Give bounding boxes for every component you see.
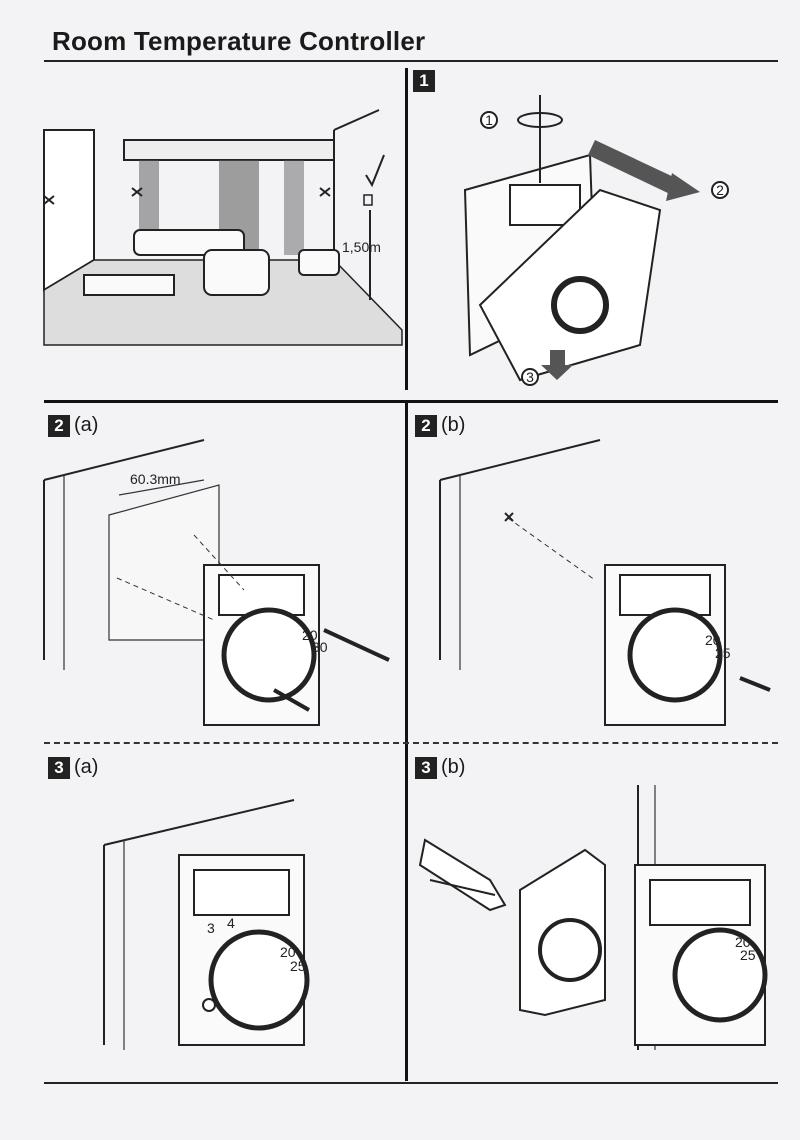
step-1-badge: 1 bbox=[413, 70, 439, 92]
svg-text:20: 20 bbox=[705, 632, 721, 648]
step-3b-badge: 3 (b) bbox=[415, 756, 465, 779]
terminal-numbers: 3 4 bbox=[207, 915, 235, 936]
svg-text:4: 4 bbox=[227, 915, 235, 931]
step-suffix: (a) bbox=[74, 414, 99, 436]
step-number: 2 bbox=[415, 414, 437, 437]
step-number: 3 bbox=[48, 756, 70, 779]
marker-1: 1 bbox=[485, 112, 493, 128]
dial-scale: 20 25 bbox=[735, 934, 756, 963]
dial-scale: 20 25 bbox=[280, 944, 306, 974]
step-suffix: (b) bbox=[441, 414, 466, 436]
marker-3: 3 bbox=[526, 369, 534, 385]
step-1-illustration: 1 2 3 bbox=[463, 95, 729, 386]
title-rule bbox=[44, 60, 778, 62]
step-1-markers: 1 2 3 bbox=[480, 111, 729, 386]
mounting-height-label: 1,50m bbox=[342, 239, 381, 255]
step-3a-illustration: 3 4 20 25 bbox=[103, 799, 310, 1050]
step-3b-illustration: 20 25 bbox=[418, 785, 768, 1050]
svg-text:20: 20 bbox=[735, 934, 751, 950]
step-suffix: (b) bbox=[441, 756, 466, 778]
document-title: Room Temperature Controller bbox=[52, 26, 426, 56]
step-number: 2 bbox=[48, 414, 70, 437]
dimension-label: 60.3mm bbox=[130, 471, 181, 487]
svg-text:25: 25 bbox=[290, 958, 306, 974]
step-2a-badge: 2 (a) bbox=[48, 414, 98, 437]
step-3a-badge: 3 (a) bbox=[48, 756, 98, 779]
svg-text:25: 25 bbox=[740, 947, 756, 963]
svg-text:3: 3 bbox=[207, 920, 215, 936]
svg-text:30: 30 bbox=[312, 639, 328, 655]
svg-text:25: 25 bbox=[715, 645, 731, 661]
room-illustration: 1,50m bbox=[43, 109, 403, 346]
step-2b-illustration: 20 25 bbox=[439, 439, 771, 726]
step-number: 1 bbox=[413, 70, 435, 92]
marker-2: 2 bbox=[716, 182, 724, 198]
dial-scale: 20 30 bbox=[302, 627, 328, 655]
divider-dashed bbox=[44, 742, 778, 744]
bottom-rule bbox=[44, 1082, 778, 1084]
dial-scale: 20 25 bbox=[705, 632, 731, 661]
svg-text:20: 20 bbox=[280, 944, 296, 960]
step-suffix: (a) bbox=[74, 756, 99, 778]
divider-horizontal-1 bbox=[44, 400, 778, 403]
step-2a-illustration: 60.3mm 20 30 bbox=[43, 439, 390, 726]
step-2b-badge: 2 (b) bbox=[415, 414, 465, 437]
divider-vertical-top bbox=[405, 68, 408, 390]
svg-text:20: 20 bbox=[302, 627, 318, 643]
step-number: 3 bbox=[415, 756, 437, 779]
